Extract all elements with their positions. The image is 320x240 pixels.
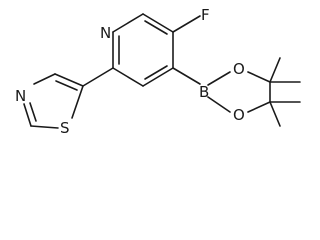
atom-boron: B [199,83,209,101]
bond-n3t-c2t [23,103,32,127]
bond-c6-c5-inner [144,20,168,35]
thiazole-ring [23,73,84,129]
bond-c5-fluorine [172,15,201,33]
bond-c4-c3-inner [144,65,168,80]
bond-s1t-c5t [71,85,84,119]
bond-c2-thiazole [82,67,114,87]
pyridine-ring [112,13,174,87]
bond-c4-c3 [142,67,174,87]
bond-n1-c6 [112,13,144,33]
bond-o-upper-c [247,71,271,83]
bond-c3-c2 [112,67,144,87]
bond-boron-o-upper [207,71,231,86]
bond-c2t-s1t [30,125,59,129]
bond-n3t-c2t-inner [29,102,37,122]
bond-c4-boron [172,67,201,85]
atom-pyridine-nitrogen: N [100,24,111,42]
atom-oxygen-upper: O [233,60,245,78]
bond-c5t-c4t [54,73,84,87]
bond-boron-o-lower [207,96,231,113]
atom-oxygen-lower: O [233,106,245,124]
bond-c5t-c4t-inner [55,80,78,91]
bond-methyl-1 [269,57,281,83]
bond-c4t-n3t [33,73,56,85]
boronate-ring [207,57,301,127]
bond-methyl-4 [269,101,281,127]
atom-fluorine: F [201,6,210,24]
bond-c6-c5 [142,13,174,33]
molecule-structure: F N B O O N S [15,6,301,137]
atom-thiazole-sulfur: S [60,119,70,137]
bond-o-lower-c [247,101,271,113]
atom-thiazole-nitrogen: N [15,87,26,105]
